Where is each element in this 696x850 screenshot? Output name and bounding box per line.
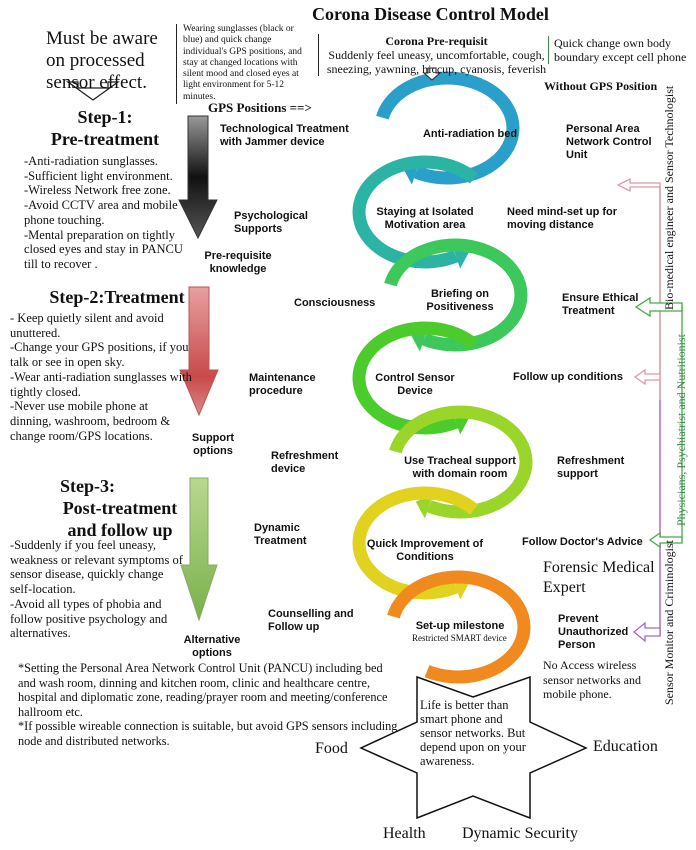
step3-item: -Avoid all types of phobia and follow po… [10, 596, 168, 641]
vertical-role-label: Bio-medical engineer and Sensor Technolo… [662, 85, 676, 310]
arrow-label: Pre-requisite knowledge [204, 250, 272, 275]
pointer-arrow-icon [634, 296, 683, 318]
no-access-note: No Access wireless sensor networks and m… [543, 658, 641, 701]
small-down-arrow-icon [422, 67, 442, 81]
step2-item: -Wear anti-radiation sunglasses with tig… [10, 369, 192, 399]
left-label: Technological Treatment with Jammer devi… [220, 123, 349, 148]
step1-item: -Wireless Network free zone. [24, 183, 171, 198]
vertical-role-label: Physicians, Psychiatrist and Nutritionis… [674, 334, 688, 526]
left-label: Psychological Supports [234, 210, 308, 235]
gps-positions-label: GPS Positions ==> [208, 100, 312, 115]
loop-label: Set-up milestone [415, 620, 505, 632]
arrow-label: Alternative options [183, 634, 241, 659]
step2-item: -Never use mobile phone at dinning, wash… [10, 399, 171, 443]
step1-title-line: Step-1: [77, 107, 133, 127]
step3-list: -Suddenly if you feel uneasy, weakness o… [10, 538, 185, 641]
page-title: Corona Disease Control Model [312, 4, 549, 24]
step1-title: Step-1:Pre-treatment [40, 106, 170, 150]
loop-label: Quick Improvement of Conditions [366, 538, 484, 563]
footnotes: *Setting the Personal Area Network Contr… [18, 661, 398, 749]
footnote: *If possible wireable connection is suit… [18, 719, 398, 748]
loop-label: Control Sensor Device [375, 372, 455, 397]
left-label: Maintenance procedure [249, 372, 316, 397]
step1-item: -Anti-radiation sunglasses. [24, 154, 159, 168]
step1-arrow [178, 115, 218, 240]
arrow-label: Support options [191, 432, 235, 457]
spiral-loops [352, 71, 533, 684]
pointer-arrow-icon [632, 621, 661, 643]
step2-title: Step-2:Treatment [49, 287, 185, 307]
awareness-note: Must be aware on processed sensor effect… [46, 28, 158, 93]
spiral-loop [389, 405, 533, 519]
right-label: Personal Area Network Control Unit [566, 123, 652, 161]
step3-item: -Suddenly if you feel uneasy, weakness o… [10, 538, 183, 597]
loop-label: Anti-radiation bed [422, 128, 518, 140]
without-gps-label: Without GPS Position [544, 79, 658, 93]
step1-item: -Mental preparation on tightly closed ey… [24, 227, 183, 271]
prerequisite-text: Suddenly feel uneasy, uncomfortable, cou… [326, 48, 547, 76]
right-label: Prevent Unauthorized Person [558, 613, 629, 651]
step3-title-line: and follow up [67, 520, 173, 540]
footnote: *Setting the Personal Area Network Contr… [18, 661, 388, 719]
star-point-dynamic-security: Dynamic Security [462, 825, 578, 842]
right-label: Follow Doctor's Advice [522, 536, 643, 548]
step3-title-line: Post-treatment [62, 498, 178, 518]
sunglasses-note: Wearing sunglasses (black or blue) and q… [176, 24, 306, 104]
spiral-loop [387, 570, 531, 684]
forensic-expert-label: Forensic Medical Expert [543, 559, 655, 596]
prerequisite-heading: Corona Pre-requisit [385, 34, 488, 48]
loop-sublabel: Restricted SMART device [412, 633, 507, 643]
star-text: Life is better than smart phone and sens… [420, 698, 526, 768]
loop-label: Staying at Isolated Motivation area [376, 206, 474, 231]
step3-arrow [180, 477, 218, 622]
star-point-food: Food [315, 740, 348, 757]
step2-list: - Keep quietly silent and avoid unuttere… [10, 311, 192, 443]
left-label: Counselling and Follow up [268, 608, 354, 633]
step1-title-line: Pre-treatment [50, 129, 160, 149]
pointer-arrow-icon [633, 368, 661, 386]
pointer-arrow-icon [648, 531, 683, 549]
step1-list: -Anti-radiation sunglasses. -Sufficient … [24, 154, 189, 272]
down-arrow-outline-icon [65, 81, 121, 101]
vertical-role-label: Sensor Monitor and Criminologist [662, 540, 676, 705]
step2-arrow [179, 286, 219, 417]
step2-item: - Keep quietly silent and avoid unuttere… [10, 311, 164, 340]
right-label: Refreshment support [557, 455, 625, 480]
star-point-education: Education [593, 738, 658, 755]
step3-title-line: Step-3: [60, 476, 115, 496]
left-label: Consciousness [294, 297, 376, 309]
step2-item: -Change your GPS positions, if you talk … [10, 340, 189, 370]
star-point-health: Health [383, 825, 426, 842]
step1-item: -Avoid CCTV area and mobile phone touchi… [24, 198, 178, 227]
right-label: Need mind-set up for moving distance [507, 206, 618, 231]
spiral-arrowhead-icon [415, 493, 434, 519]
pointer-arrow-icon [616, 177, 661, 193]
quick-change-note: Quick change own body boundary except ce… [548, 36, 696, 64]
hexagram-star [359, 675, 588, 820]
left-label: Dynamic Treatment [254, 522, 307, 547]
loop-label: Use Tracheal support with domain room [404, 455, 516, 480]
loop-label: Briefing on Positiveness [426, 288, 494, 313]
right-label: Ensure Ethical Treatment [562, 292, 639, 317]
left-label: Refreshment device [271, 450, 339, 475]
right-label: Follow up conditions [513, 371, 623, 383]
step1-item: -Sufficient light environment. [24, 168, 173, 183]
